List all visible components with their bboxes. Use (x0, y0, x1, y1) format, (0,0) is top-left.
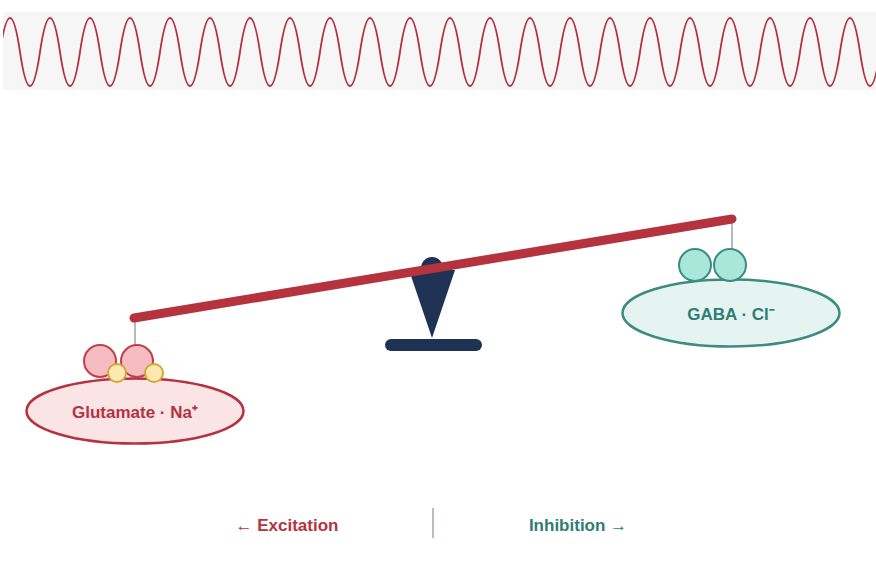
hanging-string (134, 320, 136, 350)
eeg-waveform (3, 18, 876, 86)
axis-label: ← Excitation (236, 516, 339, 536)
hanging-string (731, 222, 733, 252)
ellipse-node: GABA · Cl⁻ (621, 278, 841, 348)
molecule-circle (84, 345, 116, 377)
axis-divider (432, 508, 434, 538)
ellipse-node: Glutamate · Na⁺ (25, 377, 245, 445)
ellipse-shape (27, 379, 244, 444)
fulcrum-base (385, 339, 482, 351)
fulcrum-triangle (409, 270, 455, 338)
molecule-circle (121, 345, 153, 377)
molecule-circle (714, 249, 746, 281)
molecule-circle (679, 249, 711, 281)
ellipse-shape (623, 280, 840, 347)
node-label: GABA · Cl⁻ (687, 302, 775, 325)
axis-label: Inhibition → (529, 516, 627, 536)
node-label: Glutamate · Na⁺ (72, 400, 198, 423)
